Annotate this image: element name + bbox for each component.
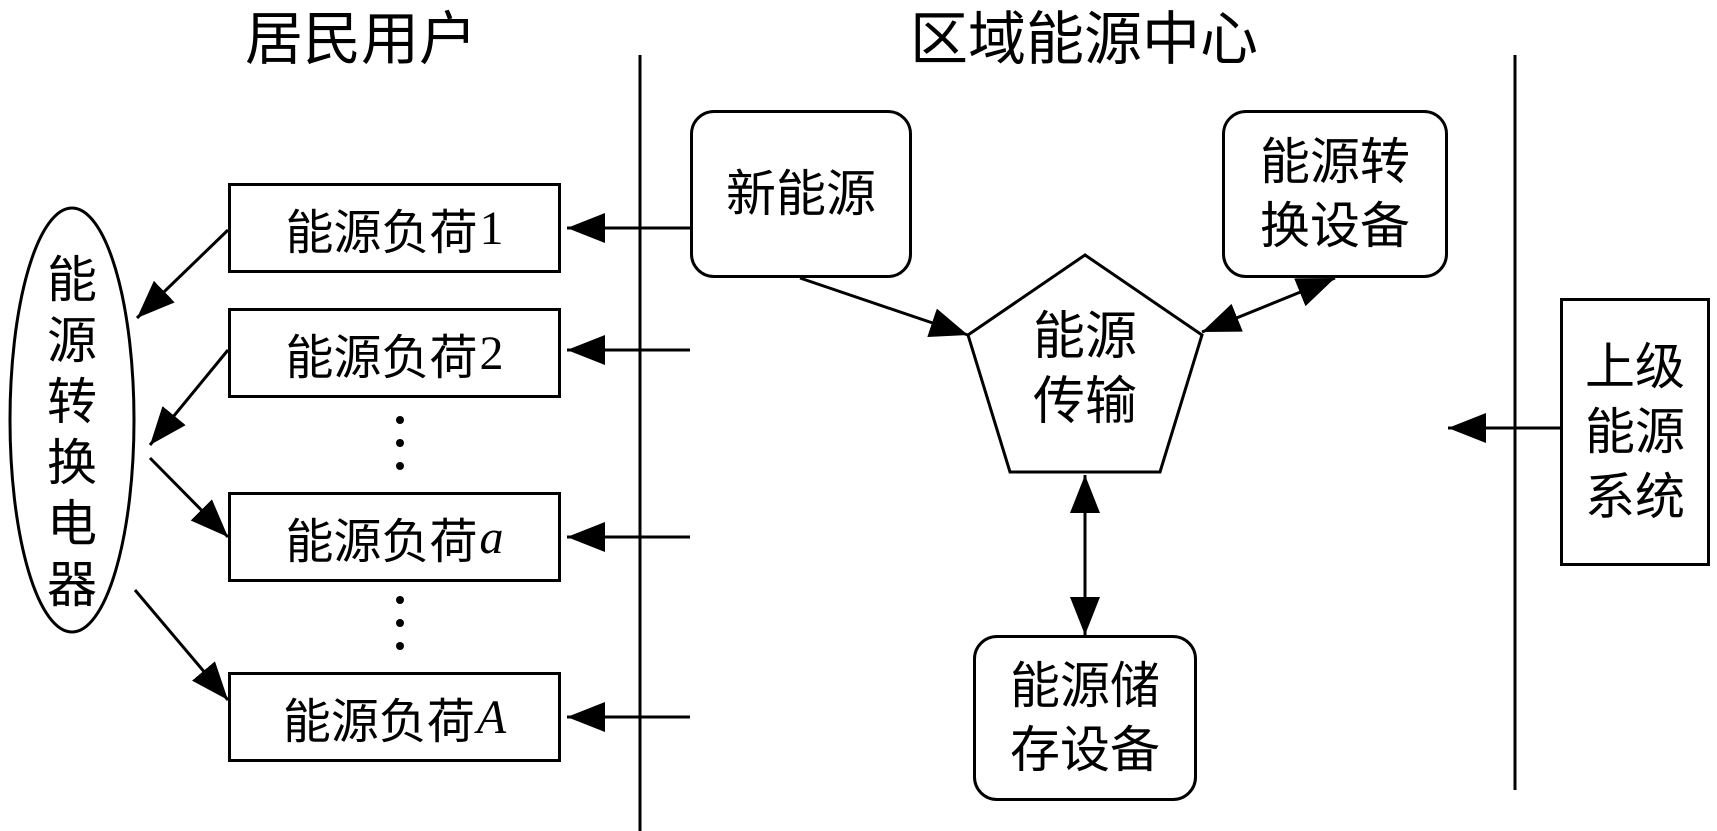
appliance-char: 能 bbox=[47, 251, 97, 309]
upper-system-line-1: 上级 bbox=[1585, 337, 1685, 396]
header-regional-energy-center: 区域能源中心 bbox=[910, 5, 1259, 73]
energy-load-suffix: A bbox=[476, 690, 507, 744]
energy-load-prefix: 能源负荷 bbox=[285, 205, 478, 261]
transmission-line-1: 能源 bbox=[1032, 307, 1137, 367]
appliance-char: 换 bbox=[47, 434, 97, 492]
upper-system-line-3: 系统 bbox=[1585, 467, 1685, 526]
appliance-char: 电 bbox=[47, 495, 97, 553]
appliance-char: 转 bbox=[47, 373, 97, 431]
energy-transmission-pentagon bbox=[966, 253, 1204, 474]
new-energy-label: 新能源 bbox=[726, 165, 876, 223]
energy-storage-device-box: 能源储 存设备 bbox=[973, 635, 1197, 801]
header-residential-users: 居民用户 bbox=[245, 5, 478, 73]
energy-load-suffix: 1 bbox=[479, 201, 504, 255]
energy-load-prefix: 能源负荷 bbox=[285, 514, 478, 570]
energy-load-prefix: 能源负荷 bbox=[285, 330, 478, 386]
transmission-line-2: 传输 bbox=[1032, 372, 1137, 432]
appliance-char: 源 bbox=[47, 312, 97, 370]
energy-converter-device-box: 能源转 换设备 bbox=[1222, 110, 1448, 278]
arrow-appliance-to-load-A bbox=[133, 589, 230, 701]
arrow-new-energy-to-transmission bbox=[799, 276, 969, 337]
converter-line-1: 能源转 bbox=[1260, 133, 1410, 191]
converter-line-2: 换设备 bbox=[1260, 197, 1410, 255]
energy-load-prefix: 能源负荷 bbox=[282, 694, 475, 750]
storage-line-2: 存设备 bbox=[1010, 721, 1160, 779]
upper-system-line-2: 能源 bbox=[1585, 402, 1685, 461]
upper-level-energy-system-box: 上级 能源 系统 bbox=[1560, 298, 1710, 566]
ellipsis-dots-upper bbox=[396, 416, 404, 470]
energy-load-suffix: a bbox=[479, 510, 504, 564]
arrow-appliance-to-load-a bbox=[148, 456, 230, 539]
energy-transmission-label: 能源 传输 bbox=[1025, 305, 1145, 435]
storage-line-1: 能源储 bbox=[1010, 657, 1160, 715]
arrow-load-2-to-appliance bbox=[148, 349, 230, 446]
arrow-transmission-converter-bidirectional bbox=[1201, 276, 1336, 334]
new-energy-box: 新能源 bbox=[690, 110, 912, 278]
energy-conversion-appliance-ellipse bbox=[8, 206, 136, 634]
ellipsis-dots-lower bbox=[396, 596, 404, 650]
arrow-load-1-to-appliance bbox=[135, 228, 230, 320]
energy-load-suffix: 2 bbox=[479, 326, 504, 380]
appliance-char: 器 bbox=[47, 556, 97, 614]
